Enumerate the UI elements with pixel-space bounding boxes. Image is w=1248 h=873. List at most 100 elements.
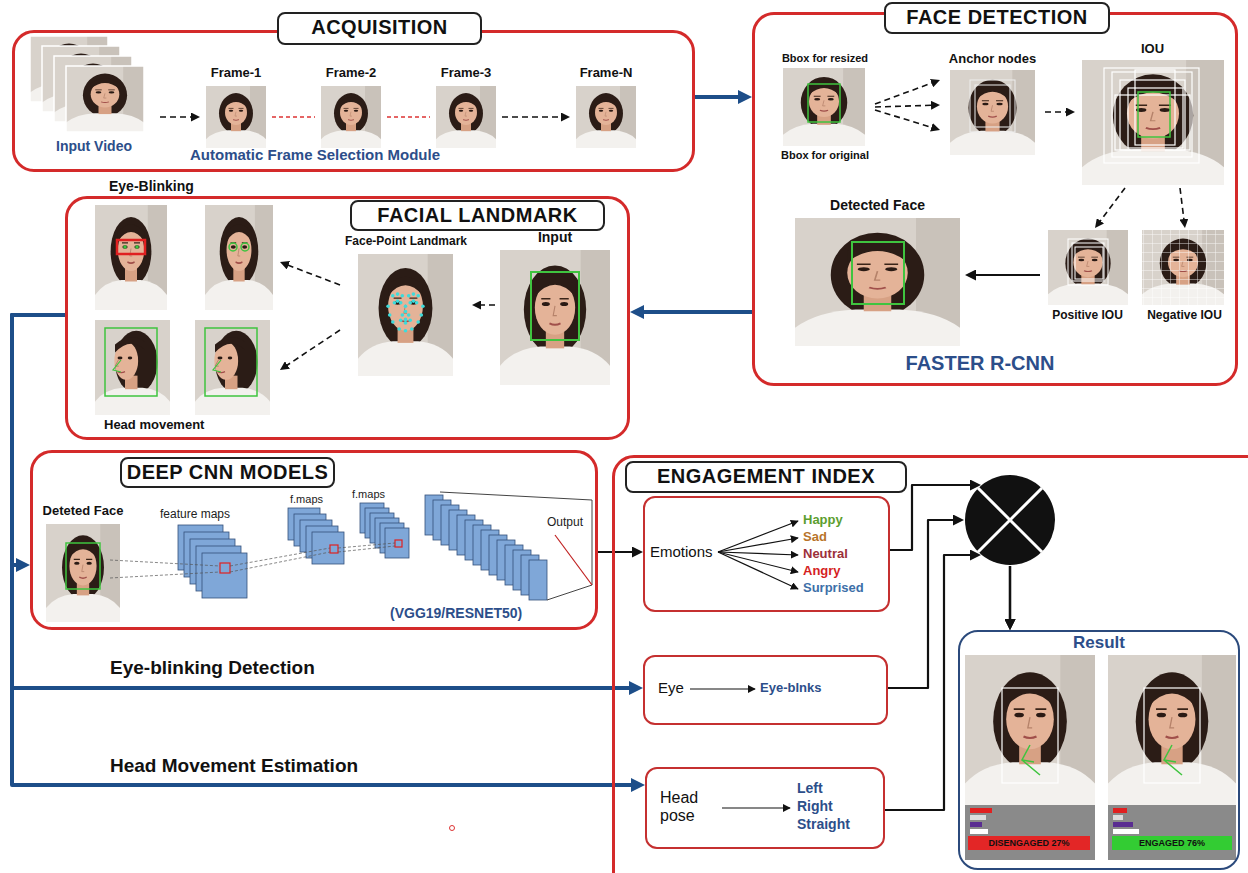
video-frames-part [321,86,381,148]
text-label: Eye [658,679,684,696]
result-images-part [970,808,992,813]
facial-landmark-images-part-part [399,318,403,322]
facial-landmark-images-part [95,205,167,310]
connector [888,520,1010,688]
image-group: Bbox for resizedBbox for original [775,52,875,164]
result-images-part [1113,815,1123,820]
connector [286,264,340,285]
image-group: Face-Point Landmark [340,234,472,380]
edge-label: Head Movement Estimation [108,755,360,777]
connector-line [12,315,633,688]
connector-line [1009,566,1011,622]
cnn-illustration-part [555,535,592,585]
text-label: Eye-Blinking [106,178,197,194]
facial-landmark-images-part-part [416,294,420,298]
video-frames-part [436,86,496,148]
cnn-illustration-part [330,545,338,553]
facial-landmark-images-part-part [397,327,401,331]
facial-landmark-images-part-part [412,292,416,296]
connector-line [695,95,742,99]
connector-line [875,105,934,107]
face-detection-images-part-part [1068,239,1108,285]
input-video-stack-part [66,66,144,132]
cnn-illustration-part-part [529,560,547,600]
engagement-symbols-part-part [718,552,798,572]
facial-landmark-images-part-part [396,299,400,303]
image-group: Input Video [28,34,160,158]
facial-landmark-images-part [229,243,237,251]
image-group: Frame-1 [200,66,272,150]
section-panel: DEEP CNN MODELS(VGG19/RESNET50)Deteted F… [30,450,598,630]
cnn-illustration [46,492,592,622]
image-group: Deteted Face [38,503,128,625]
face-detection-images-part [1142,230,1224,305]
facial-landmark-images-part-part [416,320,420,324]
face-detection-images-part [795,218,960,346]
image-group: Negative IOU [1137,228,1232,328]
facial-landmark-images-part [500,250,610,385]
cnn-illustration-part-part [385,528,409,558]
section-panel: FACIAL LANDMARKEye-BlinkingFace-Point La… [65,196,630,440]
facial-landmark-images-part-part [407,313,411,317]
face-detection-images-part [1082,60,1224,185]
face-detection-images-part [970,80,1015,132]
image-group: Frame-3 [430,66,502,150]
image-group: Anchor nodes [940,50,1045,158]
face-detection-images [783,60,1224,346]
connector-line [973,274,1040,276]
result-images-part [1002,688,1058,783]
connector [1099,188,1125,223]
engagement-symbols-part-part [718,521,798,552]
engagement-symbols-part-part [718,552,798,589]
engagement-symbols-part-part [718,538,798,552]
result-images-part [970,829,988,834]
result-images [965,655,1236,860]
connector-line [885,555,973,810]
input-video-stack [30,36,144,132]
image-group: Frame-2 [315,66,387,150]
result-images-part [1022,745,1040,775]
text-label: Frame-3 [430,66,502,81]
connector-line [286,264,340,285]
cnn-illustration-part [46,524,120,622]
face-detection-images-part-part [1075,247,1103,279]
connector-line [502,116,564,118]
engagement-symbols-part [978,488,1042,552]
section-heading: FACIAL LANDMARK [350,200,605,231]
facial-landmark-images-part-part [391,294,395,298]
connector [695,97,742,98]
connector [160,117,194,118]
facial-landmark-images-part [358,254,453,376]
index-box: EyeEye-blnks [643,655,888,725]
text-label: IOU [1075,42,1230,57]
facial-landmark-images [95,205,610,415]
face-detection-images-part [1104,68,1199,163]
face-detection-images-part-part [1104,68,1199,163]
image-group: Detected Face [790,196,965,348]
facial-landmark-images-part [113,360,121,372]
text-label: Happy [803,513,843,528]
facial-landmark-images-part-part [404,329,408,333]
cnn-illustration-part-part [202,553,247,598]
connector-line [1099,188,1125,223]
facial-landmark-images-part-part [408,301,412,305]
connector-line [285,330,340,367]
facial-landmark-images-part-part [415,301,419,305]
connector-line [598,551,635,553]
section-heading: DEEP CNN MODELS [120,457,335,488]
section-panel: ENGAGEMENT INDEXEmotionsHappySadNeutralA… [612,455,1248,873]
connector [640,312,752,313]
engagement-symbols-part [450,826,455,831]
facial-landmark-images-part [386,292,424,332]
facial-landmark-images-part-part [404,305,408,309]
image-group: Positive IOU [1040,228,1135,328]
connector [285,330,340,367]
facial-landmark-images-part-part [399,301,403,305]
facial-landmark-images-part-part [420,313,424,317]
engagement-symbols [450,475,1056,831]
part-label: f.maps [290,493,323,506]
facial-landmark-images-part-part [393,301,397,305]
connector-line [12,315,635,785]
facial-landmark-images-part-part [391,320,395,324]
